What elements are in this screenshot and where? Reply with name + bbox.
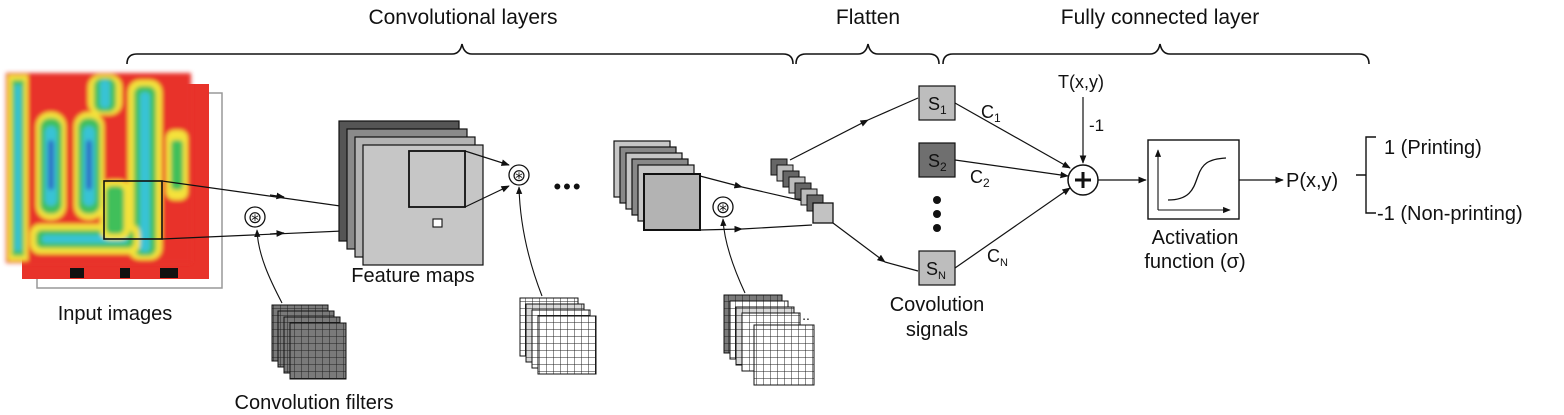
input-images (6, 73, 223, 289)
weight-cn: CN (987, 246, 1008, 269)
arrow-deep-bottom (699, 225, 743, 233)
input-receptive-field (103, 180, 163, 240)
convolution-operator-3: ⊛ (712, 196, 734, 218)
label-convolution-signals-1: Covolution (890, 294, 985, 316)
feature-maps (338, 120, 484, 266)
label-convolution-filters: Convolution filters (235, 392, 394, 414)
convolution-operator-1: ⊛ (244, 206, 266, 228)
label-feature-maps: Feature maps (351, 265, 474, 287)
svg-text:..: .. (802, 307, 810, 323)
section-title-convolutional: Convolutional layers (368, 6, 557, 29)
label-convolution-signals-2: signals (906, 319, 968, 341)
line-to-s1 (789, 119, 869, 161)
feature-map-window (408, 150, 466, 208)
summation-node (1067, 164, 1099, 196)
brace-fully-connected (942, 43, 1370, 65)
signal-sn: SN (918, 250, 956, 286)
label-threshold: T(x,y) (1058, 72, 1104, 92)
label-threshold-weight: -1 (1089, 116, 1104, 135)
arrow-filter-1 (254, 229, 283, 304)
label-output: P(x,y) (1286, 170, 1338, 192)
label-input-images: Input images (58, 303, 173, 325)
svg-text:S1: S1 (928, 94, 947, 117)
arrow-input-bottom (269, 230, 285, 237)
deep-feature-map-front (643, 173, 701, 231)
signal-dots (933, 196, 941, 232)
deep-feature-maps (613, 140, 701, 231)
arrow-input-top (269, 192, 285, 200)
brace-convolutional (126, 43, 794, 65)
filter-stack-2 (519, 297, 597, 375)
line-to-sn (832, 222, 886, 263)
svg-text:SN: SN (926, 259, 946, 282)
signal-s1: S1 (918, 85, 956, 121)
arrow-filter-3 (720, 218, 746, 294)
svg-text:S2: S2 (928, 151, 947, 174)
label-non-printing: -1 (Non-printing) (1377, 203, 1523, 225)
label-activation-2: function (σ) (1144, 251, 1245, 273)
feature-map-point (432, 218, 443, 228)
weight-c1: C1 (981, 102, 1001, 125)
section-title-flatten: Flatten (836, 6, 900, 29)
brace-flatten (795, 43, 940, 65)
arrow-fm-top (464, 150, 510, 166)
weight-line-n (954, 187, 1071, 269)
conv-symbol-3: ⊛ (716, 198, 730, 217)
filter-stack-1 (271, 304, 347, 380)
arrow-fm-bottom (464, 185, 510, 208)
layers-ellipsis: ••• (553, 174, 582, 199)
weight-line-2 (954, 159, 1069, 179)
label-printing: 1 (Printing) (1384, 137, 1482, 159)
conv-symbol-2: ⊛ (512, 166, 526, 185)
weight-line-1 (954, 102, 1071, 169)
input-image-front (6, 73, 191, 263)
section-title-fully-connected: Fully connected layer (1061, 6, 1259, 29)
section-braces (126, 43, 1370, 65)
arrow-filter-2 (516, 186, 543, 297)
filter-stack-3: .. (723, 294, 815, 386)
label-activation-1: Activation (1152, 227, 1239, 249)
convolution-operator-2: ⊛ (508, 164, 530, 186)
signal-s2: S2 (918, 142, 956, 178)
conv-symbol-1: ⊛ (248, 208, 262, 227)
sigmoid-curve (1167, 157, 1227, 201)
weight-c2: C2 (970, 167, 990, 190)
flattened-front (812, 202, 834, 224)
activation-function-box (1147, 139, 1240, 220)
arrow-deep-top (699, 175, 743, 189)
flattened-stack (770, 158, 834, 224)
output-bracket (1356, 136, 1376, 214)
